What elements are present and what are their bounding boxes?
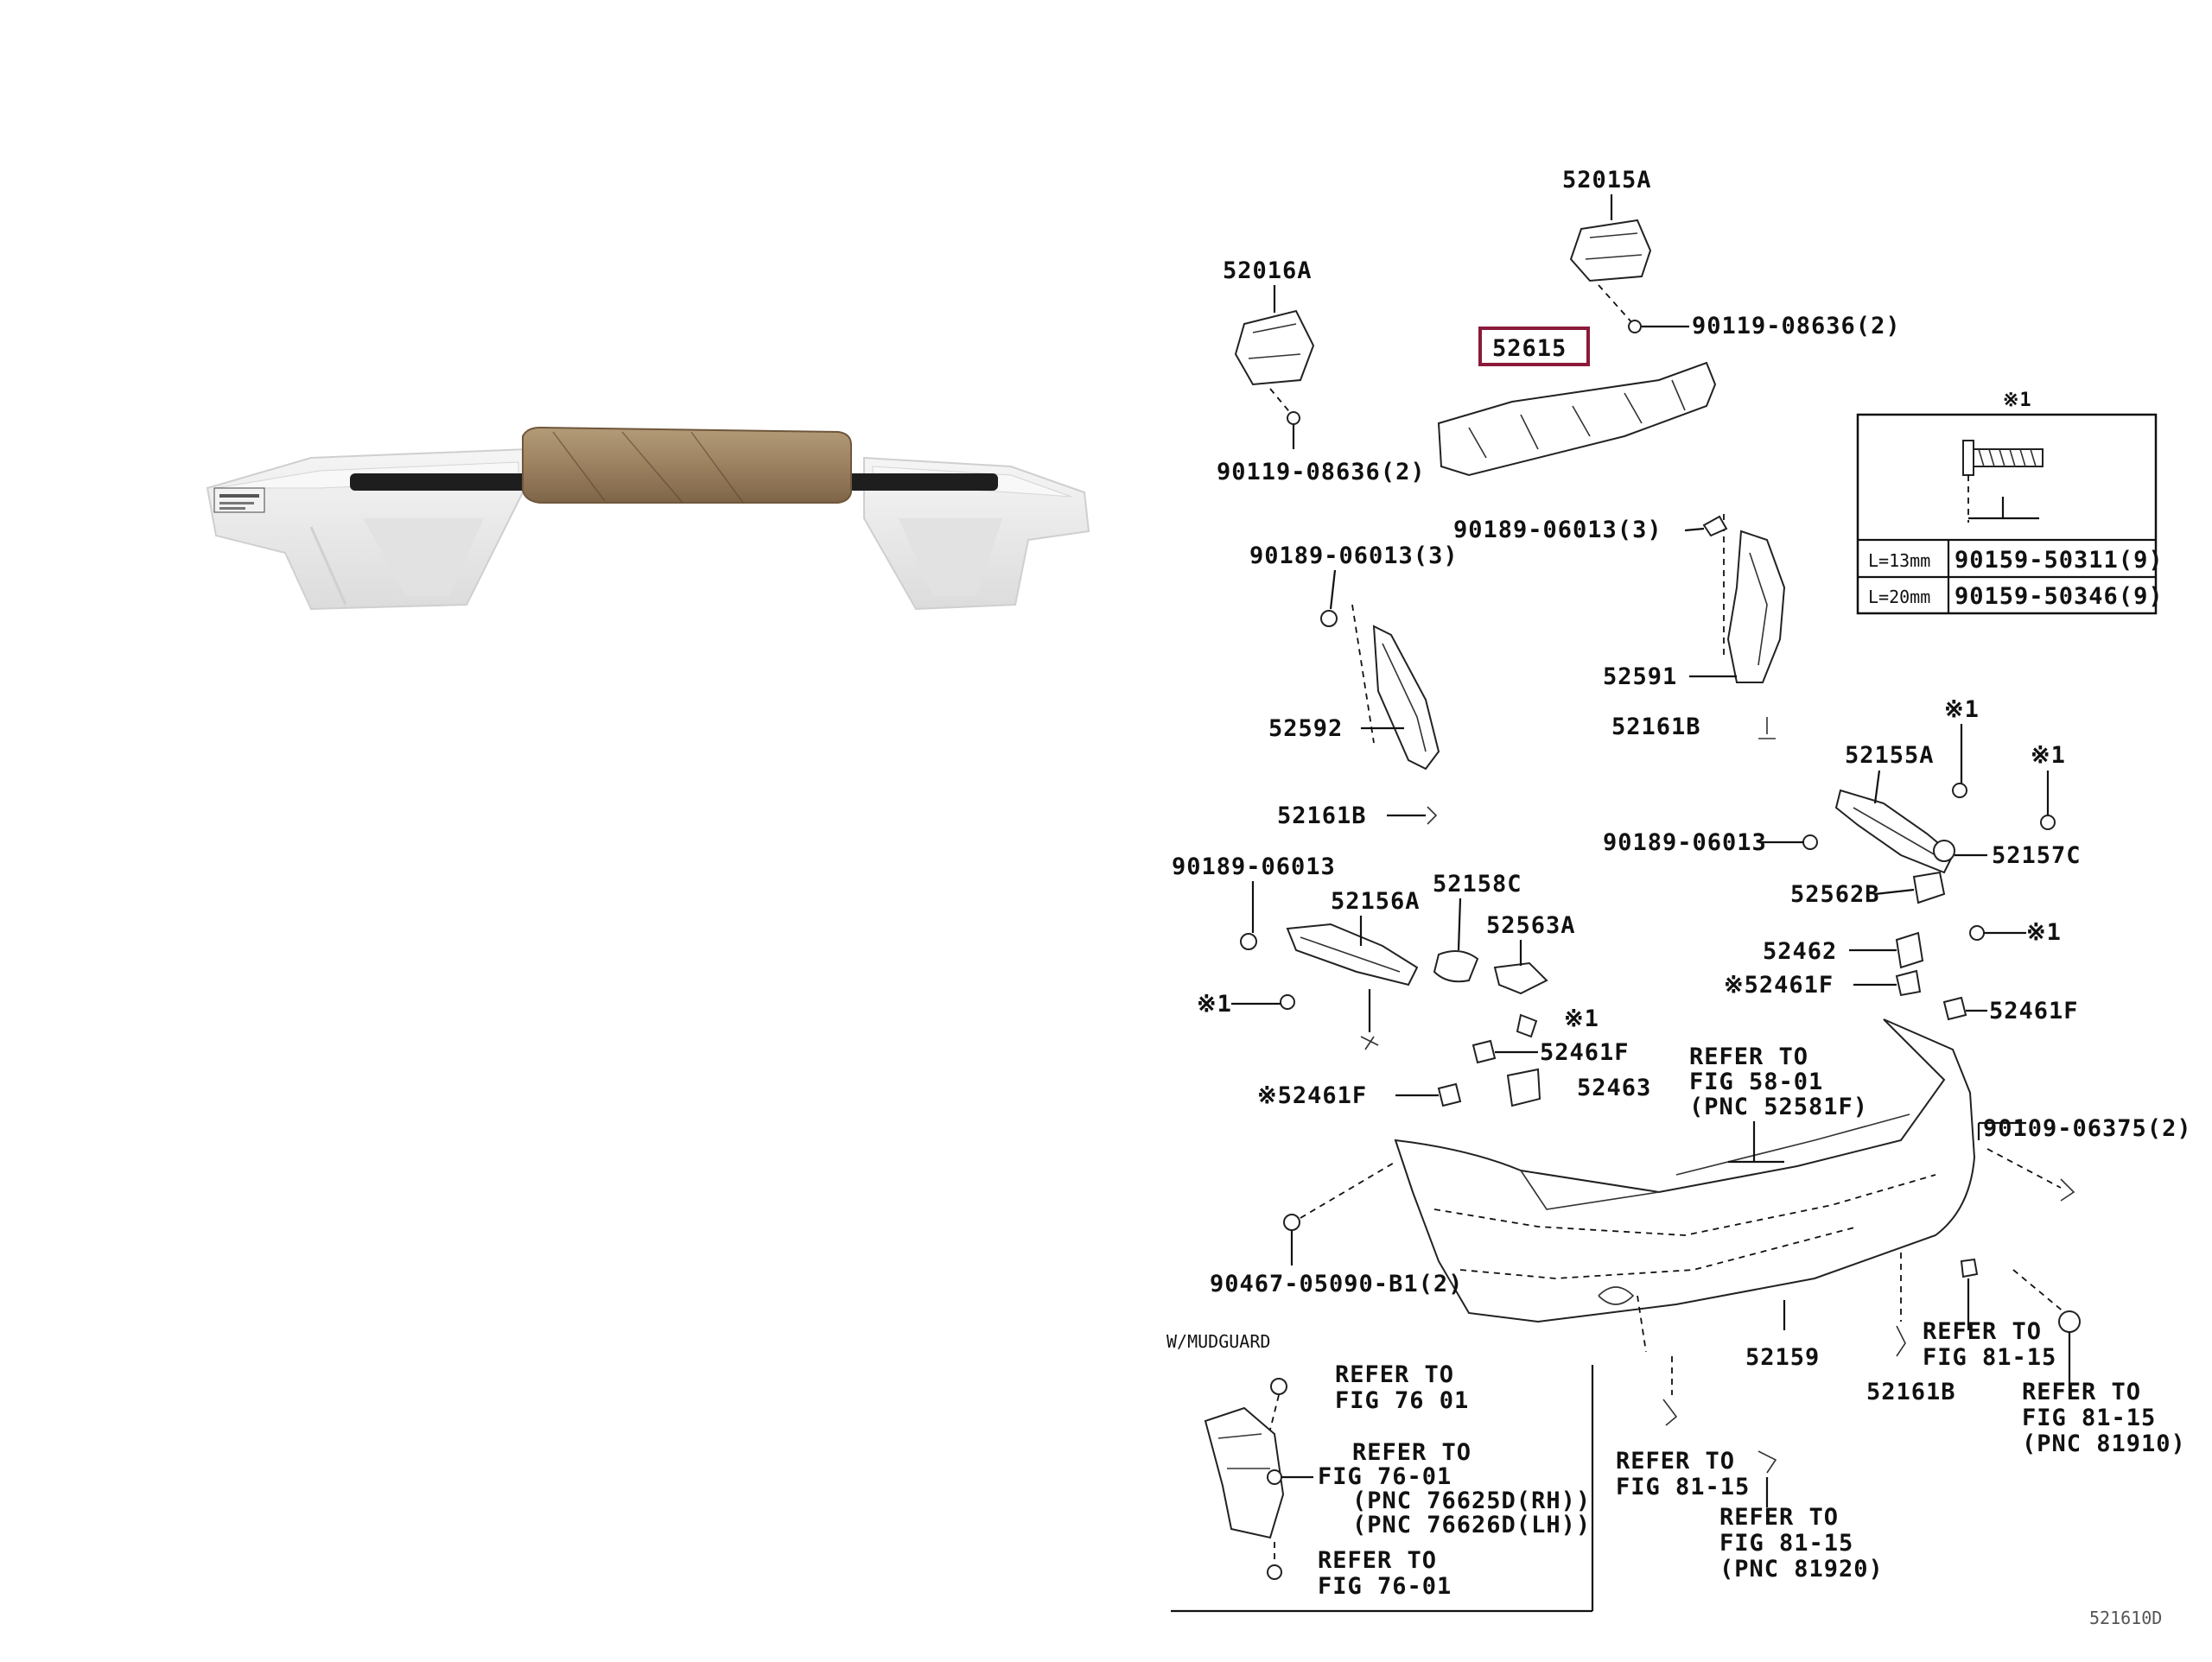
label-52157c: 52157C [1992, 842, 2082, 869]
small-parts: 52462 ※52461F 52461F ※1 52461F 52463 ※52… [1257, 931, 2079, 1109]
mudguard-ref2-line4: (PNC 76626D(LH)) [1352, 1512, 1591, 1538]
label-52562b: 52562B [1790, 881, 1880, 908]
bracket-52015a: 52015A 90119-08636(2) [1562, 167, 1901, 339]
label-52015a: 52015A [1562, 167, 1652, 193]
refer-581-line2: FIG 58-01 [1689, 1069, 1823, 1095]
label-52161b-b: 52161B [1277, 802, 1367, 829]
retainer-52592: 90189-06013(3) 52592 52161B [1249, 542, 1459, 829]
refer-81920-line3: (PNC 81920) [1719, 1556, 1884, 1583]
inset-mark: ※1 [2003, 390, 2032, 411]
inset-row1-part: 90159-50311(9) [1955, 547, 2164, 574]
label-52161b-c: 52161B [1866, 1379, 1956, 1405]
label-52461f-a: ※52461F [1724, 972, 1834, 999]
refer-81910-line2: FIG 81-15 [2022, 1405, 2156, 1431]
refer-81920-line1: REFER TO [1719, 1504, 1839, 1531]
mudguard-title: W/MUDGUARD [1166, 1331, 1270, 1352]
mudguard-ref3-line2: FIG 76-01 [1318, 1573, 1452, 1600]
label-52592: 52592 [1268, 715, 1343, 742]
mark-1-a: ※1 [1944, 696, 1980, 723]
mark-1-e: ※1 [1564, 1005, 1599, 1032]
inset-screw-table: ※1 L=13mm 90159-50311(9) L=20mm 90159-50… [1856, 390, 2164, 615]
mark-1-c: ※1 [2026, 919, 2062, 946]
mudguard-ref2-line2: FIG 76-01 [1318, 1463, 1452, 1490]
mark-1-b: ※1 [2031, 742, 2066, 769]
label-52461f-b: 52461F [1989, 998, 2079, 1024]
footer-code: 521610D [2089, 1608, 2162, 1628]
inset-row2-length: L=20mm [1868, 587, 1930, 607]
refer-81910-line1: REFER TO [2022, 1379, 2141, 1405]
label-clip-right: 90189-06013(3) [1453, 517, 1662, 543]
bracket-52016a: 52016A 90119-08636(2) [1217, 257, 1426, 485]
label-bolt-top-right: 90119-08636(2) [1692, 313, 1901, 339]
label-clip-90467: 90467-05090-B1(2) [1210, 1271, 1463, 1297]
label-52615: 52615 [1492, 335, 1567, 362]
mudguard-box: W/MUDGUARD REFER TO FIG 76 01 REFER TO F… [1166, 1331, 1594, 1613]
bumper-references: REFER TO FIG 58-01 (PNC 52581F) 90109-06… [1210, 1044, 2192, 1583]
label-52563a: 52563A [1486, 912, 1576, 939]
inset-row2-part: 90159-50346(9) [1955, 583, 2164, 610]
mudguard-ref3-line1: REFER TO [1318, 1547, 1437, 1574]
label-bolt-top-left: 90119-08636(2) [1217, 459, 1426, 485]
label-clip-mid-left: 90189-06013 [1172, 853, 1336, 880]
refer-8115b-line1: REFER TO [1616, 1448, 1735, 1475]
label-52158c: 52158C [1433, 871, 1522, 898]
refer-8115a-line1: REFER TO [1923, 1318, 2042, 1345]
mudguard-ref2-line3: (PNC 76625D(RH)) [1352, 1488, 1591, 1514]
label-52161b-a: 52161B [1611, 714, 1701, 740]
refer-581-line3: (PNC 52581F) [1689, 1094, 1868, 1120]
refer-81910-line3: (PNC 81910) [2022, 1430, 2186, 1457]
bumper-cover-52159: 52159 [1394, 1018, 1976, 1371]
exploded-parts-diagram: 52015A 90119-08636(2) 52016A 90119-08636… [1166, 167, 2192, 1628]
retainer-52591: 90189-06013(3) 52591 52161B [1453, 514, 1786, 740]
product-photo [206, 426, 1090, 611]
highlight-box [1478, 327, 1590, 366]
label-52155a: 52155A [1845, 742, 1935, 769]
label-52591: 52591 [1603, 663, 1677, 690]
bracket-52155a: 52155A ※1 ※1 90189-06013 52157C 52562B ※… [1603, 696, 2082, 946]
mark-1-d: ※1 [1197, 991, 1232, 1018]
label-52463: 52463 [1577, 1075, 1651, 1101]
inset-row1-length: L=13mm [1868, 550, 1930, 571]
label-bolt-90109: 90109-06375(2) [1983, 1115, 2192, 1142]
refer-8115a-line2: FIG 81-15 [1923, 1344, 2056, 1371]
label-clip-left: 90189-06013(3) [1249, 542, 1459, 569]
refer-8115b-line2: FIG 81-15 [1616, 1474, 1750, 1500]
label-clip-mid-right: 90189-06013 [1603, 829, 1767, 856]
mudguard-ref1-line2: FIG 76 01 [1335, 1387, 1469, 1414]
absorber-52615: 52615 [1437, 327, 1717, 477]
label-52016a: 52016A [1223, 257, 1313, 284]
bracket-52156a: 52156A 90189-06013 ※1 52158C 52563A [1172, 853, 1576, 1050]
mudguard-ref1-line1: REFER TO [1335, 1361, 1454, 1388]
refer-81920-line2: FIG 81-15 [1719, 1530, 1853, 1557]
label-52461f-d: ※52461F [1257, 1082, 1367, 1109]
label-52462: 52462 [1763, 938, 1837, 965]
mudguard-ref2-line1: REFER TO [1352, 1439, 1471, 1466]
refer-581-line1: REFER TO [1689, 1044, 1808, 1070]
label-52156a: 52156A [1331, 888, 1421, 915]
label-52461f-c: 52461F [1540, 1039, 1630, 1066]
label-52159: 52159 [1745, 1344, 1820, 1371]
